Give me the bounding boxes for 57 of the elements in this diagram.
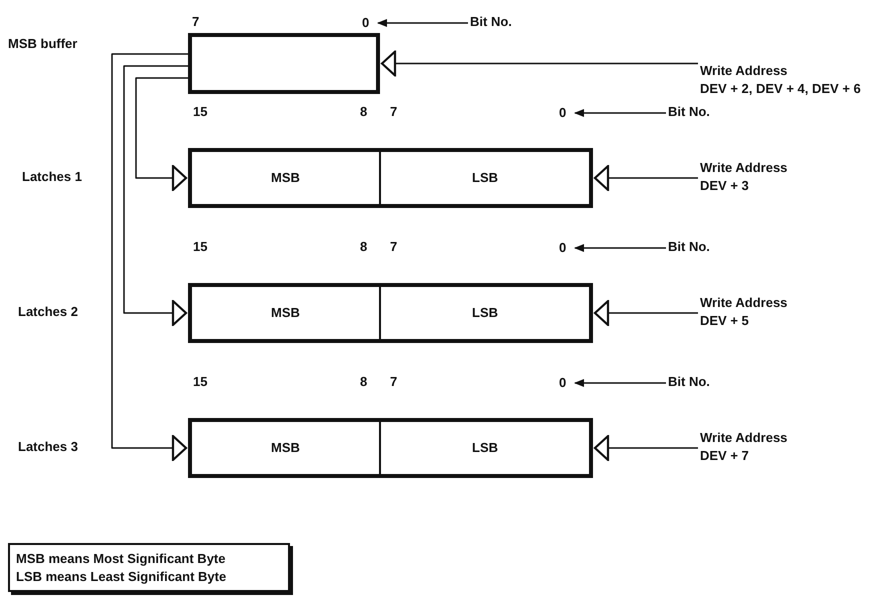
arrow (135, 77, 188, 191)
bit-number: 7 (390, 104, 398, 119)
node-label: Write Address (700, 429, 788, 447)
address-text: DEV + 5 (700, 312, 750, 330)
register-half (188, 148, 380, 208)
arrow (574, 109, 666, 117)
node-label: Write Address (700, 159, 788, 177)
node-label: MSB (271, 439, 300, 457)
register-half (188, 418, 380, 478)
arrow (594, 300, 698, 326)
register-half (380, 148, 593, 208)
node-label: MSB (271, 169, 300, 187)
node-label: Bit No. (470, 13, 513, 31)
address-text: DEV + 2, DEV + 4, DEV + 6 (700, 80, 862, 98)
register-box (188, 33, 380, 94)
bit-number: 15 (193, 104, 208, 119)
bit-number: 8 (360, 104, 368, 119)
register-half (188, 283, 380, 343)
note-box (8, 543, 290, 592)
register-name: Latches 2 (18, 304, 78, 319)
node-label: LSB (472, 439, 498, 457)
register-name: Latches 3 (18, 439, 78, 454)
node-label: 0 (559, 239, 568, 257)
register-name: Latches 1 (22, 169, 82, 184)
note-text: LSB means Least Significant Byte (16, 568, 228, 586)
node-label: 0 (362, 14, 370, 32)
bit-number: 8 (360, 239, 368, 254)
arrow (377, 19, 468, 27)
node-label: 0 (559, 374, 568, 392)
register-name: MSB buffer (8, 36, 78, 51)
node-label: LSB (472, 169, 498, 187)
node-label: Bit No. (668, 373, 711, 391)
note-text: MSB means Most Significant Byte (16, 550, 226, 568)
node-label: Write Address (700, 294, 788, 312)
node-label: MSB (271, 304, 300, 322)
arrow (123, 65, 188, 326)
bit-number: 15 (193, 374, 208, 389)
arrow (111, 53, 188, 461)
bit-number: 15 (193, 239, 208, 254)
node-label: Bit No. (668, 238, 711, 256)
bit-number: 7 (390, 239, 398, 254)
arrow (594, 165, 698, 191)
bit-number: 7 (390, 374, 398, 389)
bit-number: 8 (360, 374, 368, 389)
arrow (380, 50, 698, 76)
arrow (574, 244, 666, 252)
node-label: Bit No. (668, 103, 711, 121)
address-text: DEV + 3 (700, 177, 750, 195)
bit-number: 7 (192, 14, 200, 29)
register-half (380, 418, 593, 478)
node-label: LSB (472, 304, 498, 322)
arrow (574, 379, 666, 387)
address-text: DEV + 7 (700, 447, 750, 465)
node-label: Write Address (700, 62, 788, 80)
node-label: 0 (559, 104, 568, 122)
arrow (594, 435, 698, 461)
register-half (380, 283, 593, 343)
